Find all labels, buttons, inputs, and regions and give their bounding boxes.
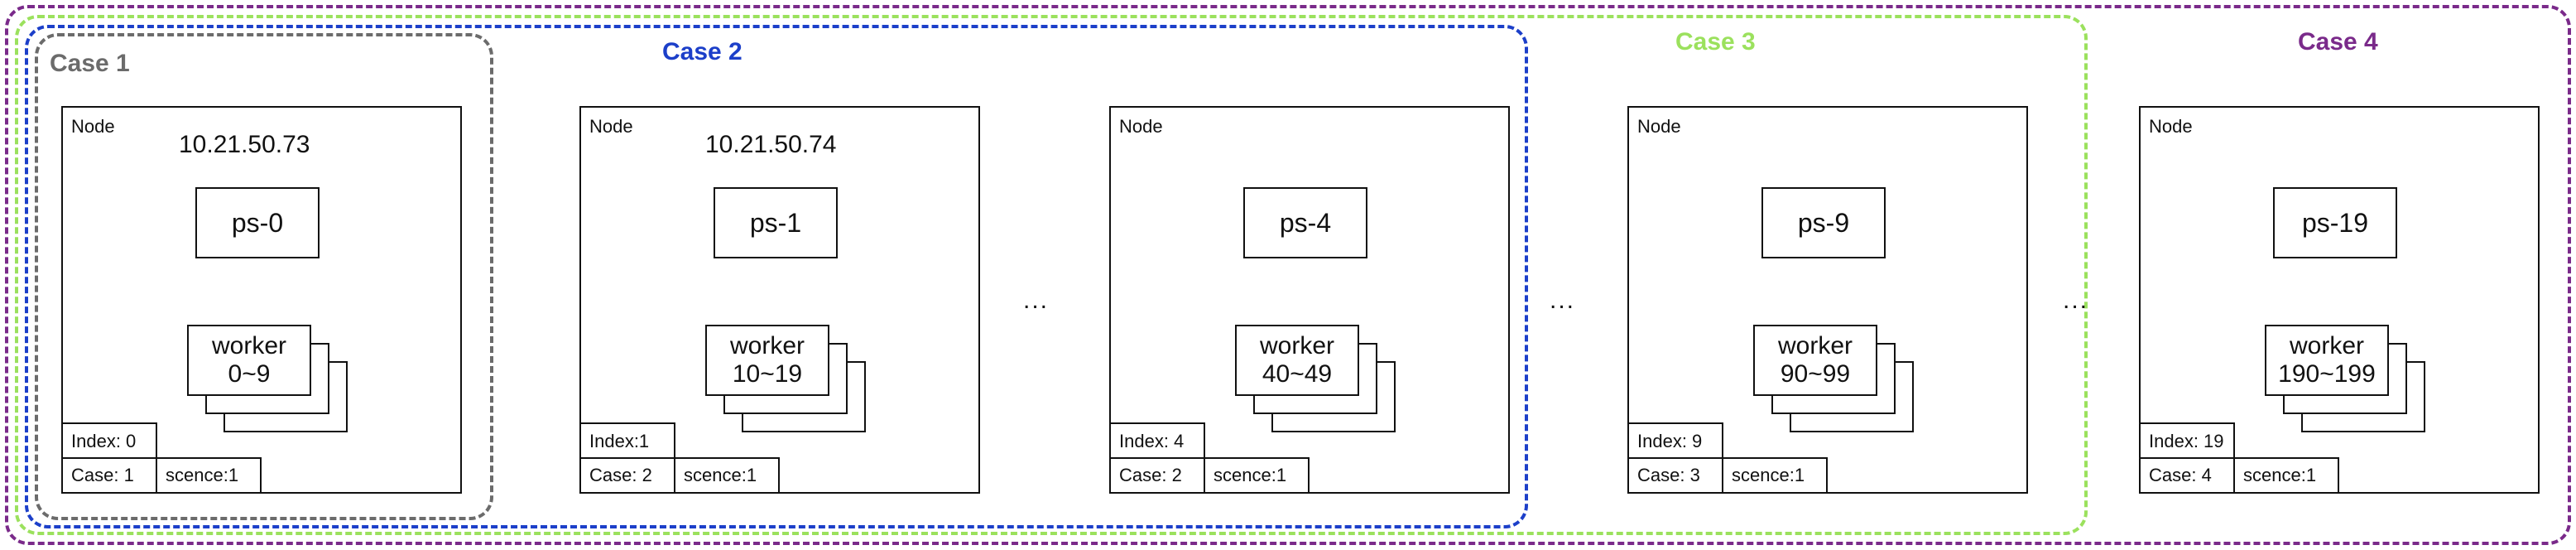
case-1-title: Case 1: [50, 50, 130, 77]
node-ip: 10.21.50.73: [179, 131, 310, 158]
worker-title: worker: [1259, 332, 1334, 359]
index-cell: Index: 9: [1629, 422, 1723, 459]
node-info-table: Index:1 Case: 2 scence:1: [581, 422, 780, 492]
ps-box: ps-9: [1761, 187, 1886, 258]
node-box: Node ps-9 worker 90~99 Index: 9 Case: 3 …: [1627, 106, 2028, 494]
node-label: Node: [589, 116, 633, 137]
case-cell: Case: 2: [1111, 457, 1205, 492]
worker-title: worker: [729, 332, 805, 359]
worker-card: worker 90~99: [1753, 325, 1877, 396]
worker-range: 0~9: [228, 360, 271, 388]
node-ip: 10.21.50.74: [705, 131, 837, 158]
ellipsis: ...: [1023, 287, 1050, 314]
worker-title: worker: [211, 332, 286, 359]
node-info-table: Index: 19 Case: 4 scence:1: [2141, 422, 2339, 492]
node-label: Node: [2149, 116, 2193, 137]
node-info-table: Index: 4 Case: 2 scence:1: [1111, 422, 1310, 492]
ps-label: ps-0: [231, 207, 284, 238]
worker-stack: worker 190~199: [2265, 325, 2439, 434]
worker-title: worker: [2289, 332, 2364, 359]
case-3-title: Case 3: [1675, 28, 1756, 55]
worker-card: worker 0~9: [187, 325, 311, 396]
ps-box: ps-4: [1243, 187, 1367, 258]
worker-card: worker 10~19: [705, 325, 829, 396]
case-cell: Case: 3: [1629, 457, 1723, 492]
worker-range: 10~19: [732, 360, 803, 388]
index-cell: Index: 19: [2141, 422, 2235, 459]
node-label: Node: [71, 116, 115, 137]
worker-stack: worker 90~99: [1753, 325, 1927, 434]
worker-stack: worker 10~19: [705, 325, 879, 434]
worker-stack: worker 40~49: [1235, 325, 1409, 434]
node-box: Node 10.21.50.73 ps-0 worker 0~9 Index: …: [61, 106, 462, 494]
ps-box: ps-19: [2273, 187, 2397, 258]
node-box: Node ps-4 worker 40~49 Index: 4 Case: 2 …: [1109, 106, 1510, 494]
node-info-table: Index: 9 Case: 3 scence:1: [1629, 422, 1828, 492]
index-cell: Index: 4: [1111, 422, 1205, 459]
worker-card: worker 40~49: [1235, 325, 1359, 396]
case-3-boundary: [15, 15, 2088, 535]
case-4-title: Case 4: [2298, 28, 2378, 55]
scence-cell: scence:1: [156, 457, 262, 492]
worker-range: 190~199: [2278, 360, 2376, 388]
scence-cell: scence:1: [1722, 457, 1828, 492]
worker-stack: worker 0~9: [187, 325, 361, 434]
case-cell: Case: 4: [2141, 457, 2235, 492]
ps-box: ps-0: [195, 187, 320, 258]
worker-range: 40~49: [1262, 360, 1333, 388]
node-info-table: Index: 0 Case: 1 scence:1: [63, 422, 262, 492]
ps-box: ps-1: [714, 187, 838, 258]
case-cell: Case: 2: [581, 457, 675, 492]
case-2-boundary: [25, 25, 1528, 528]
worker-range: 90~99: [1780, 360, 1851, 388]
case-4-boundary: [5, 5, 2571, 545]
worker-card: worker 190~199: [2265, 325, 2389, 396]
ps-label: ps-4: [1279, 207, 1332, 238]
node-label: Node: [1637, 116, 1681, 137]
node-box: Node ps-19 worker 190~199 Index: 19 Case…: [2139, 106, 2540, 494]
ellipsis: ...: [1550, 287, 1576, 314]
node-box: Node 10.21.50.74 ps-1 worker 10~19 Index…: [579, 106, 980, 494]
index-cell: Index: 0: [63, 422, 157, 459]
ellipsis: ...: [2063, 287, 2089, 314]
index-cell: Index:1: [581, 422, 675, 459]
worker-title: worker: [1777, 332, 1853, 359]
scence-cell: scence:1: [1204, 457, 1310, 492]
case-1-boundary: [35, 33, 493, 520]
ps-label: ps-19: [2301, 207, 2369, 238]
case-2-title: Case 2: [662, 38, 743, 65]
ps-label: ps-1: [749, 207, 802, 238]
node-label: Node: [1119, 116, 1163, 137]
case-cell: Case: 1: [63, 457, 157, 492]
scence-cell: scence:1: [674, 457, 780, 492]
scence-cell: scence:1: [2233, 457, 2339, 492]
ps-label: ps-9: [1797, 207, 1850, 238]
